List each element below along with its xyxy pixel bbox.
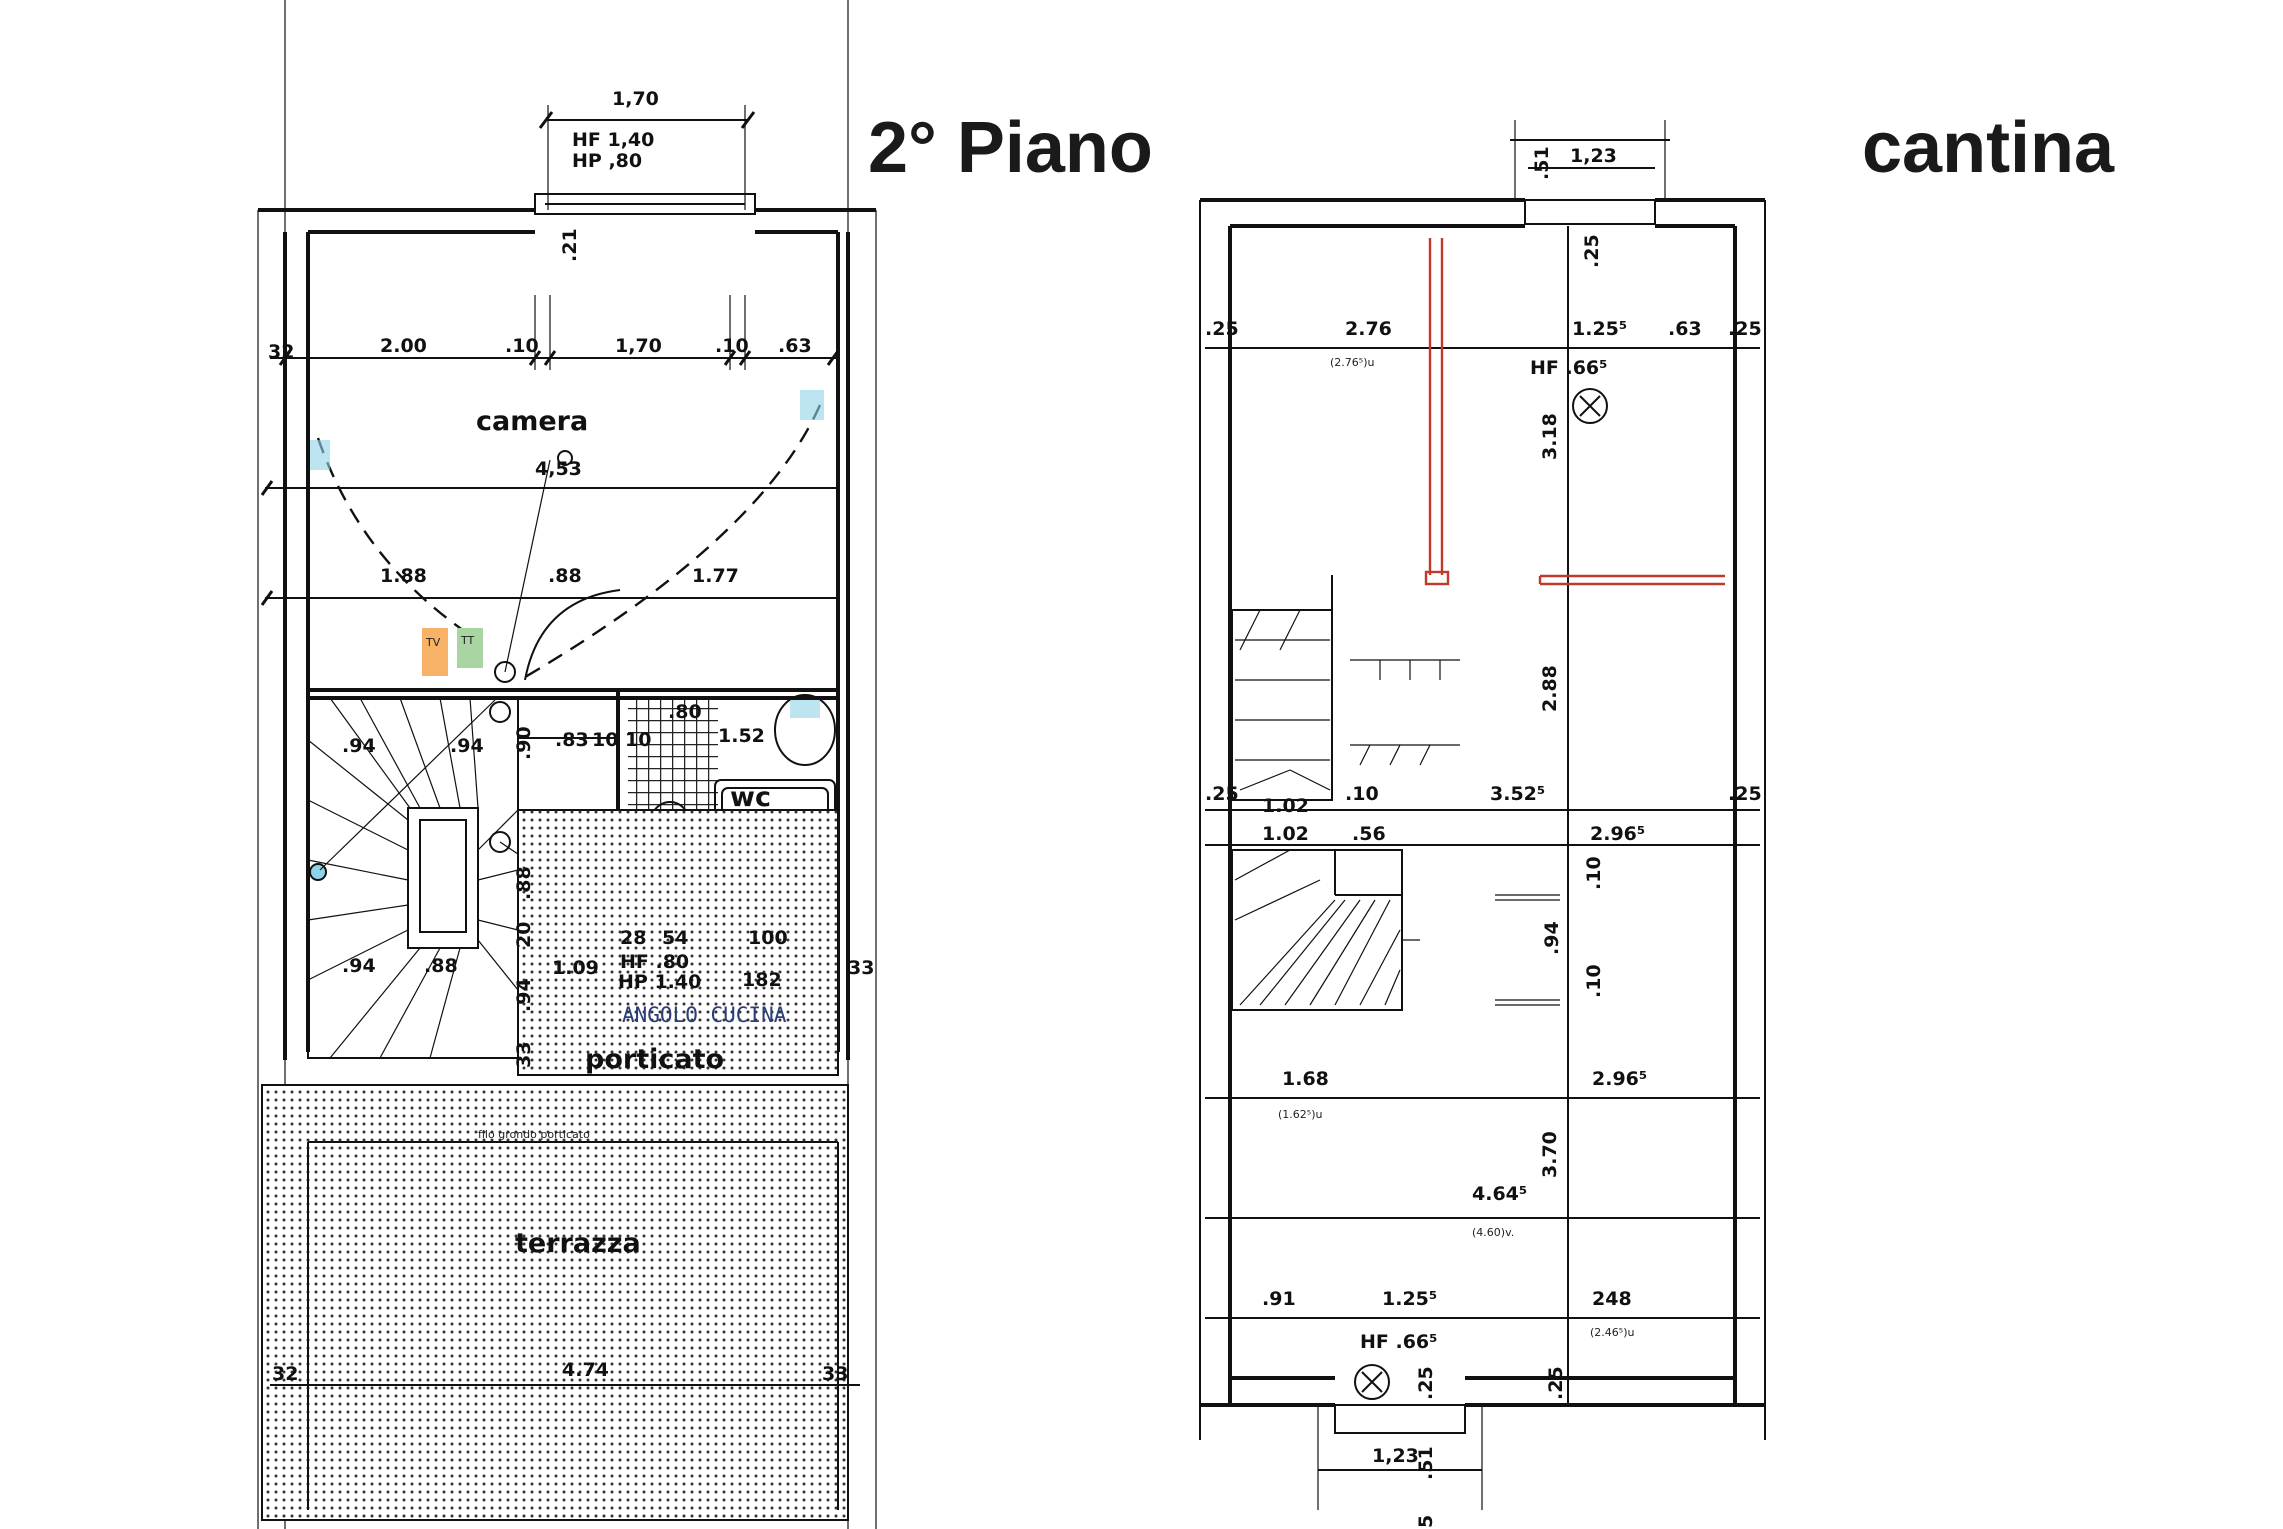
dim-hf-80: HF .80 (620, 951, 689, 973)
room-terrazza-label: terrazza (515, 1228, 641, 1259)
symbol-tv: TV (425, 636, 441, 649)
cantina-dim-10-b: .10 (1583, 856, 1605, 890)
cantina-dim-4-64-5: 4.64⁵ (1472, 1183, 1527, 1205)
plan-cantina: 1,23 .51 .25 2.76 (2.76⁵)u 1.25⁵ .63 .25… (1199, 120, 1766, 1528)
dim-32-b: 32 (272, 1363, 298, 1385)
cantina-dim-1-23-a: 1,23 (1570, 145, 1617, 167)
dim-28: 28 (620, 927, 646, 949)
dim-54: 54 (662, 927, 688, 949)
plan-2-piano: 1,70 HF 1,40 HP ,80 2.00 .10 1,70 .10 .6… (257, 0, 877, 1529)
cantina-dim-1-02-b: 1.02 (1262, 823, 1309, 845)
dim-20: 20 (513, 922, 535, 948)
angolo-cucina-label: ANGOLO CUCINA (622, 1003, 787, 1027)
cantina-dim-51-b: .51 (1415, 1446, 1437, 1480)
cantina-dim-5: 5 (1415, 1515, 1437, 1528)
dim-80-a: .80 (668, 701, 702, 723)
title-2-piano: 2° Piano (868, 108, 1153, 188)
cantina-dim-1-02-a: 1.02 (1262, 795, 1309, 817)
cantina-dim-3-70: 3.70 (1539, 1131, 1561, 1178)
dim-94-b: .94 (450, 735, 484, 757)
cantina-dim-1-25-5-b: 1.25⁵ (1382, 1288, 1437, 1310)
cantina-dim-2-46-5: (2.46⁵)u (1590, 1326, 1634, 1339)
cantina-dim-2-96-5-a: 2.96⁵ (1590, 823, 1645, 845)
dim-1-09: 1.09 (552, 957, 599, 979)
dim-182: 182 (742, 969, 782, 991)
dim-33-c: 33 (822, 1363, 848, 1385)
staircase: .94 .94 .94 .88 (307, 697, 519, 1059)
dim-88: .88 (548, 565, 582, 587)
dim-21: .21 (559, 228, 581, 262)
cantina-dim-91: .91 (1262, 1288, 1296, 1310)
dim-100: 100 (748, 927, 788, 949)
cantina-dim-25-r: .25 (1728, 318, 1762, 340)
cantina-dim-25-b2: .25 (1545, 1366, 1567, 1400)
cantina-dim-25-b1: .25 (1415, 1366, 1437, 1400)
cantina-dim-1-25-5: 1.25⁵ (1572, 318, 1627, 340)
room-wc-label: wc (730, 782, 771, 813)
cantina-dim-56: .56 (1352, 823, 1386, 845)
dim-94-d: .94 (513, 978, 535, 1012)
cantina-dim-25-l2: .25 (1205, 783, 1239, 805)
title-cantina: cantina (1862, 108, 2115, 188)
cantina-dim-25-l: .25 (1205, 318, 1239, 340)
dim-10-d: 10 (625, 729, 651, 751)
cantina-dim-63: .63 (1668, 318, 1702, 340)
window-hf-label: HF 1,40 (572, 129, 654, 151)
dim-1-88: 1.88 (380, 565, 427, 587)
dim-88-c: .88 (513, 866, 535, 900)
cantina-dim-51-a: .51 (1531, 146, 1553, 180)
cantina-dim-4-60: (4.60)v. (1472, 1226, 1514, 1239)
cantina-dim-1-62-5: (1.62⁵)u (1278, 1108, 1322, 1121)
cantina-dim-1-68: 1.68 (1282, 1068, 1329, 1090)
dim-10-c: 10 (592, 729, 618, 751)
window-width-label: 1,70 (612, 88, 659, 110)
dim-1-52: 1.52 (718, 725, 765, 747)
cantina-dim-2-88: 2.88 (1539, 665, 1561, 712)
cantina-dim-2-76-5: (2.76⁵)u (1330, 356, 1374, 369)
dim-63: .63 (778, 335, 812, 357)
cantina-dim-10-c: .10 (1583, 964, 1605, 998)
note-filo-grondo: filo grondo porticato (478, 1128, 590, 1141)
room-camera-label: camera (476, 406, 588, 437)
dim-88-b: .88 (424, 955, 458, 977)
cantina-dim-3-52-5: 3.52⁵ (1490, 783, 1545, 805)
dim-83: .83 (555, 729, 589, 751)
cantina-dim-94: .94 (1541, 921, 1563, 955)
dim-33: 33 (513, 1042, 535, 1068)
cantina-dim-1-23-b: 1,23 (1372, 1445, 1419, 1467)
cantina-dim-25-a: .25 (1581, 234, 1603, 268)
cantina-dim-248: 248 (1592, 1288, 1632, 1310)
dim-90: .90 (513, 726, 535, 760)
cantina-dim-25-r2: .25 (1728, 783, 1762, 805)
dim-94-a: .94 (342, 735, 376, 757)
dim-10-a: .10 (505, 335, 539, 357)
dim-33-b: 33 (848, 957, 874, 979)
cantina-dim-10-a: .10 (1345, 783, 1379, 805)
dim-94-c: .94 (342, 955, 376, 977)
dim-4-74: 4.74 (562, 1359, 609, 1381)
cantina-dim-2-96-5-b: 2.96⁵ (1592, 1068, 1647, 1090)
cantina-dim-2-76: 2.76 (1345, 318, 1392, 340)
cantina-dim-3-18: 3.18 (1539, 413, 1561, 460)
room-porticato-label: porticato (585, 1044, 724, 1075)
dim-hp-140: HP 1.40 (618, 971, 701, 993)
dim-1-77: 1.77 (692, 565, 739, 587)
dim-1-70: 1,70 (615, 335, 662, 357)
cantina-dim-hf-66-5-b: HF .66⁵ (1360, 1331, 1437, 1353)
dim-2-00: 2.00 (380, 335, 427, 357)
window-hp-label: HP ,80 (572, 150, 642, 172)
dim-32-a: 32 (268, 341, 294, 363)
dim-10-b: .10 (715, 335, 749, 357)
symbol-tt: TT (460, 634, 475, 647)
